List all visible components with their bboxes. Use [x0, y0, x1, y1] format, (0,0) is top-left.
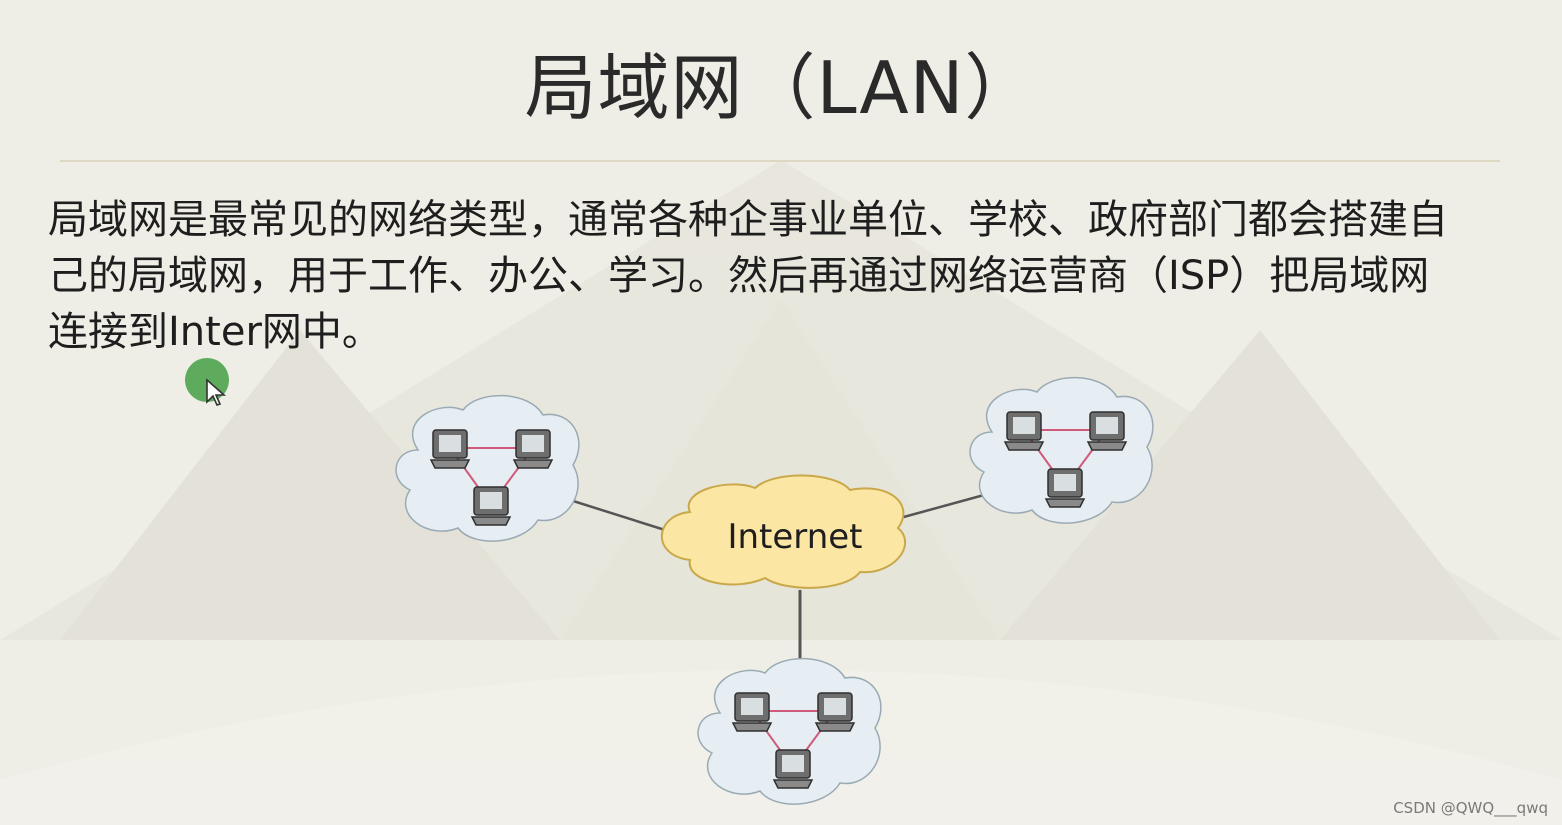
computer-icon	[512, 429, 554, 469]
lan-cloud-left	[395, 394, 580, 542]
watermark: CSDN @QWQ___qwq	[1393, 799, 1548, 817]
link-right	[899, 490, 996, 520]
title-divider	[60, 160, 1500, 162]
computer-icon	[1003, 411, 1045, 451]
lan-cloud-bottom	[697, 657, 882, 805]
computer-icon	[1044, 468, 1086, 508]
page-title: 局域网（LAN）	[524, 46, 1038, 130]
computer-icon	[470, 486, 512, 526]
body-paragraph: 局域网是最常见的网络类型，通常各种企事业单位、学校、政府部门都会搭建自己的局域网…	[48, 197, 1448, 355]
computer-icon	[731, 692, 773, 732]
computer-icon	[1086, 411, 1128, 451]
link-left	[569, 498, 666, 532]
internet-cloud: Internet	[660, 474, 906, 589]
computer-icon	[772, 749, 814, 789]
pointer-arrow-icon	[206, 378, 227, 406]
internet-label: Internet	[727, 517, 862, 557]
computer-icon	[814, 692, 856, 732]
computer-icon	[429, 429, 471, 469]
lan-cloud-right	[969, 376, 1154, 524]
